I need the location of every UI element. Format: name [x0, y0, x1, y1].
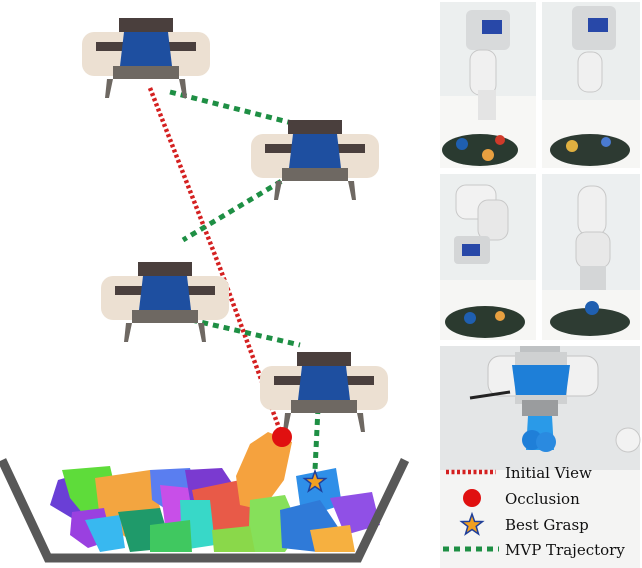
- legend-label-mvp-trajectory: MVP Trajectory: [505, 541, 625, 559]
- photo-mid-left: [440, 174, 536, 340]
- gripper-view-3: [101, 262, 229, 342]
- legend: Initial View Occlusion Best Grasp MVP Tr…: [443, 464, 625, 559]
- legend-item-initial-view: Initial View: [446, 464, 592, 482]
- photo-bottom-wide: [440, 346, 641, 568]
- occlusion-marker: [272, 427, 292, 447]
- object-pile: [50, 432, 380, 552]
- photo-mid-right: [542, 174, 640, 340]
- legend-item-mvp-trajectory: MVP Trajectory: [443, 541, 625, 559]
- photo-top-left: [440, 2, 536, 168]
- legend-label-best-grasp: Best Grasp: [505, 516, 589, 534]
- bin: [0, 458, 410, 563]
- best-grasp-marker: [302, 468, 328, 493]
- photo-top-right: [542, 2, 640, 168]
- gripper-view-1: [82, 18, 210, 98]
- gripper-view-4: [260, 352, 388, 432]
- initial-view-trajectory: [147, 87, 285, 437]
- legend-label-occlusion: Occlusion: [505, 490, 580, 508]
- legend-item-best-grasp: Best Grasp: [459, 511, 589, 536]
- legend-label-initial-view: Initial View: [505, 464, 592, 482]
- legend-item-occlusion: Occlusion: [463, 489, 580, 508]
